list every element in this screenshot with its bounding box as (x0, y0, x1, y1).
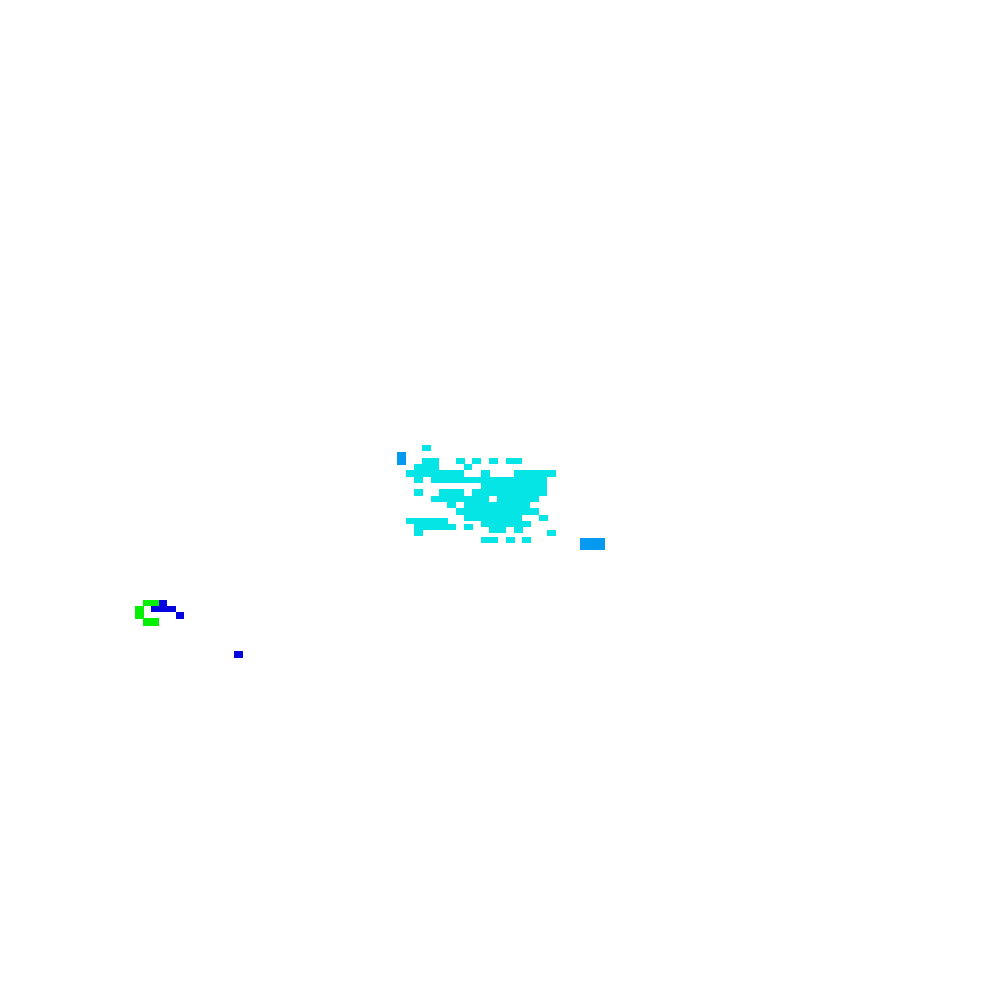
sky-blue-pixels (397, 452, 605, 550)
cyan-pixel (456, 458, 465, 464)
sky-blue-pixel (580, 538, 605, 550)
cyan-pixel (456, 508, 539, 515)
cyan-pixel (406, 470, 464, 477)
cyan-pixel (514, 470, 556, 477)
cyan-pixel (464, 502, 530, 508)
cyan-pixel (522, 537, 531, 543)
cyan-pixel (506, 537, 515, 543)
cyan-pixel (514, 527, 523, 533)
cyan-pixel (414, 477, 423, 483)
cyan-pixel (414, 524, 456, 530)
cyan-pixel (431, 496, 489, 502)
cyan-pixel (439, 489, 464, 496)
blue-pixel (159, 600, 167, 606)
cyan-pixel-cluster (406, 445, 556, 543)
green-pixel (135, 612, 144, 619)
cyan-pixel (414, 530, 423, 536)
cyan-pixel (422, 458, 439, 464)
cyan-pixel (481, 537, 498, 543)
cyan-pixel (497, 496, 539, 502)
cyan-pixel (447, 502, 456, 508)
cyan-pixel (489, 527, 506, 533)
cyan-pixel (481, 521, 531, 527)
cyan-pixel (414, 464, 439, 470)
cyan-pixel (414, 489, 423, 496)
green-pixel (143, 618, 159, 626)
cyan-pixel (539, 515, 548, 521)
cyan-pixel (472, 458, 481, 464)
green-blue-pixel-cluster (135, 600, 243, 658)
blue-pixel (234, 651, 243, 658)
cyan-pixel (547, 530, 556, 536)
cyan-pixel (472, 489, 547, 496)
blue-pixel (176, 612, 184, 619)
green-pixel (143, 600, 159, 606)
cyan-pixel (431, 477, 547, 483)
cyan-pixel (481, 483, 547, 489)
cyan-pixel (464, 464, 472, 470)
blue-pixel (151, 606, 176, 612)
green-pixel (135, 606, 144, 612)
cyan-pixel (481, 470, 490, 477)
cyan-pixel (506, 458, 522, 464)
cyan-pixel (464, 524, 473, 530)
cyan-pixel (406, 518, 448, 524)
cyan-pixel (489, 458, 498, 464)
sky-blue-pixel (397, 452, 406, 465)
cyan-pixel (464, 515, 522, 521)
cyan-pixel (422, 445, 431, 451)
